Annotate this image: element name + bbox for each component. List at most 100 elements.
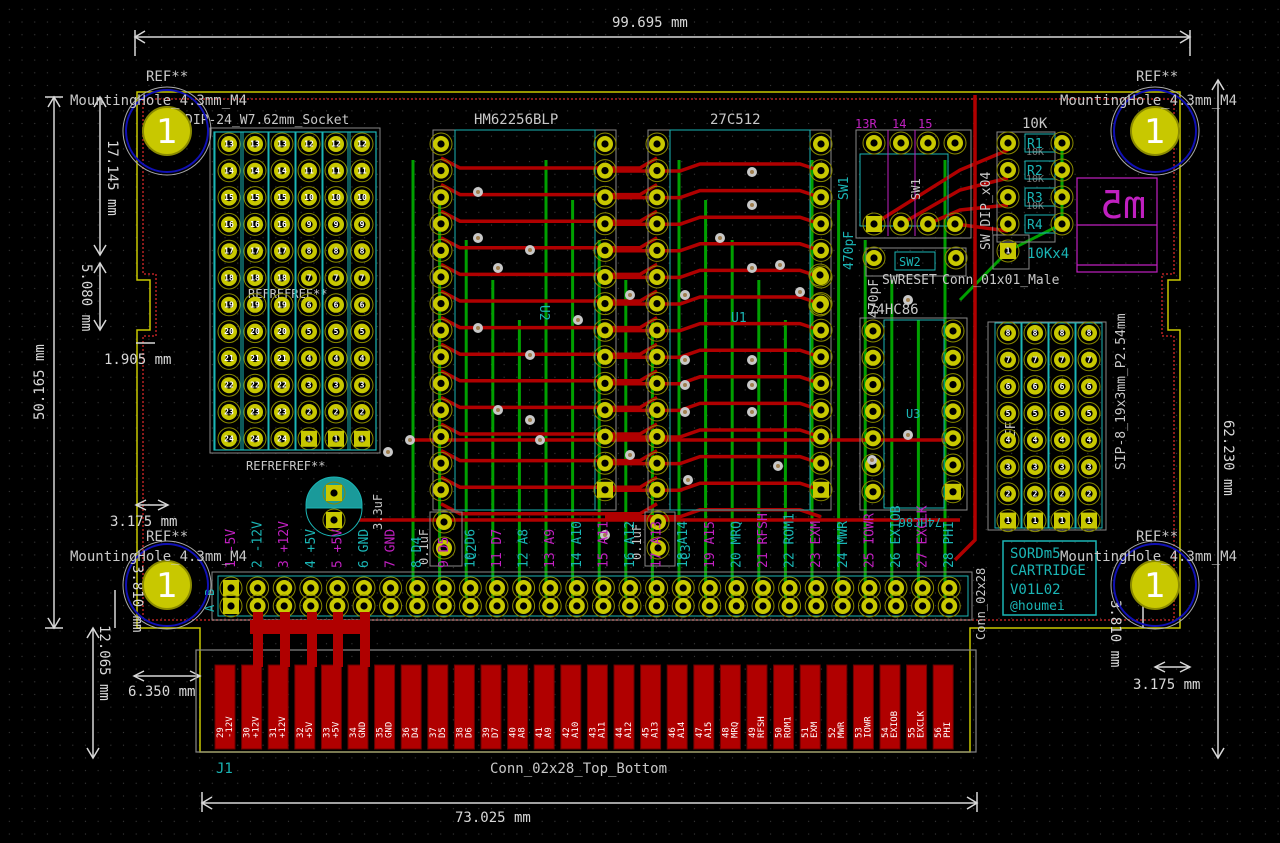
pad[interactable] — [941, 346, 965, 370]
pad[interactable]: 4 — [1050, 428, 1074, 452]
pad[interactable]: 23 — [217, 400, 241, 424]
via[interactable] — [525, 350, 535, 360]
pad[interactable]: 3 — [1077, 455, 1101, 479]
pad[interactable] — [861, 319, 885, 343]
pad[interactable] — [432, 510, 456, 534]
pad[interactable] — [645, 265, 669, 289]
pad[interactable] — [941, 480, 965, 504]
pad[interactable]: 8 — [1077, 321, 1101, 345]
pad[interactable]: 24 — [243, 427, 267, 451]
pad[interactable]: 1 — [996, 239, 1020, 263]
pad[interactable] — [593, 398, 617, 422]
via[interactable] — [867, 455, 877, 465]
pad[interactable]: 22 — [243, 373, 267, 397]
pad[interactable] — [458, 594, 482, 618]
pad[interactable] — [299, 576, 323, 600]
pad[interactable] — [809, 318, 833, 342]
pad[interactable] — [429, 398, 453, 422]
pad[interactable] — [646, 536, 670, 560]
pad[interactable] — [272, 576, 296, 600]
pad[interactable]: 7 — [324, 266, 348, 290]
pad[interactable]: 9 — [324, 212, 348, 236]
pad[interactable] — [937, 594, 961, 618]
via[interactable] — [773, 461, 783, 471]
pad[interactable]: 8 — [324, 239, 348, 263]
pad[interactable] — [593, 238, 617, 262]
pad[interactable] — [809, 398, 833, 422]
pad[interactable] — [322, 508, 346, 532]
pad[interactable] — [724, 594, 748, 618]
via[interactable] — [715, 233, 725, 243]
via[interactable] — [680, 407, 690, 417]
pad[interactable] — [432, 594, 456, 618]
pad[interactable] — [1050, 185, 1074, 209]
pad[interactable]: 18 — [243, 266, 267, 290]
pad[interactable]: 15 — [243, 186, 267, 210]
pad[interactable]: 16 — [217, 212, 241, 236]
pad[interactable]: 3 — [996, 455, 1020, 479]
pad[interactable]: 11 — [350, 159, 374, 183]
pad[interactable] — [429, 345, 453, 369]
via[interactable] — [573, 315, 583, 325]
via[interactable] — [903, 430, 913, 440]
pad[interactable]: 8 — [297, 239, 321, 263]
pad[interactable]: 2 — [1023, 482, 1047, 506]
pad[interactable] — [565, 594, 589, 618]
pad[interactable]: 1 — [350, 427, 374, 451]
pad[interactable] — [862, 212, 886, 236]
via[interactable] — [535, 435, 545, 445]
pad[interactable] — [751, 594, 775, 618]
via[interactable] — [383, 447, 393, 457]
pad[interactable] — [325, 576, 349, 600]
pad[interactable] — [593, 371, 617, 395]
pad[interactable]: 21 — [270, 346, 294, 370]
via[interactable] — [405, 435, 415, 445]
pad[interactable] — [724, 576, 748, 600]
pad[interactable]: 19 — [243, 293, 267, 317]
pad[interactable]: 22 — [217, 373, 241, 397]
pad[interactable] — [911, 576, 935, 600]
via[interactable] — [747, 380, 757, 390]
pad[interactable]: 3 — [1050, 455, 1074, 479]
pad[interactable] — [646, 510, 670, 534]
pad[interactable] — [593, 425, 617, 449]
pad[interactable] — [432, 536, 456, 560]
pad[interactable]: 13 — [243, 132, 267, 156]
pad[interactable]: 2 — [297, 400, 321, 424]
pad[interactable]: 8 — [1023, 321, 1047, 345]
pad[interactable] — [809, 451, 833, 475]
pad[interactable] — [429, 185, 453, 209]
pad[interactable]: 22 — [270, 373, 294, 397]
pad[interactable]: 20 — [270, 320, 294, 344]
pad[interactable] — [889, 131, 913, 155]
pad[interactable] — [593, 265, 617, 289]
pad[interactable] — [246, 594, 270, 618]
pad[interactable] — [593, 478, 617, 502]
pad[interactable] — [645, 398, 669, 422]
pad[interactable] — [831, 576, 855, 600]
pad[interactable]: 12 — [350, 132, 374, 156]
pad[interactable]: 11 — [297, 159, 321, 183]
via[interactable] — [747, 167, 757, 177]
pad[interactable] — [429, 371, 453, 395]
edge-finger[interactable]: 32+5V — [294, 664, 316, 750]
pad[interactable] — [618, 576, 642, 600]
pad[interactable]: 21 — [217, 346, 241, 370]
pad[interactable] — [941, 373, 965, 397]
pad[interactable]: 6 — [1050, 375, 1074, 399]
pad[interactable] — [645, 132, 669, 156]
pad[interactable]: 4 — [1077, 428, 1101, 452]
pad[interactable] — [591, 594, 615, 618]
pad[interactable] — [429, 238, 453, 262]
pad[interactable] — [996, 185, 1020, 209]
pad[interactable] — [593, 318, 617, 342]
pad[interactable] — [916, 131, 940, 155]
pad[interactable]: 5 — [350, 320, 374, 344]
pad[interactable] — [809, 132, 833, 156]
via[interactable] — [680, 355, 690, 365]
